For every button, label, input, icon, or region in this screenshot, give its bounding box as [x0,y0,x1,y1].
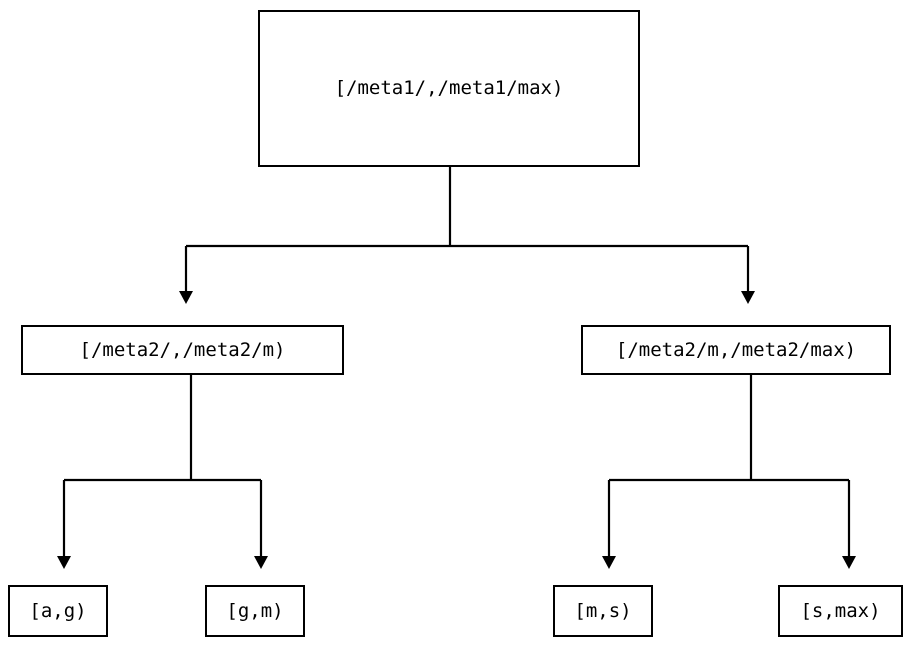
tree-leaf-g-m-label: [g,m) [226,599,284,622]
arrowhead-leaf-ag [57,556,71,569]
tree-node-meta2-lower[interactable]: [/meta2/,/meta2/m) [21,325,344,375]
arrowhead-leaf-ms [602,556,616,569]
tree-node-root[interactable]: [/meta1/,/meta1/max) [258,10,640,167]
edge-root-to-mid-right [741,246,755,304]
tree-leaf-a-g[interactable]: [a,g) [8,585,108,637]
arrowhead-leaf-gm [254,556,268,569]
tree-leaf-s-max[interactable]: [s,max) [778,585,903,637]
tree-node-meta2-upper-label: [/meta2/m,/meta2/max) [615,338,857,361]
edge-root-to-mid-left [179,167,748,304]
tree-leaf-m-s[interactable]: [m,s) [553,585,653,637]
tree-node-root-label: [/meta1/,/meta1/max) [334,77,564,99]
arrowhead-mid-left [179,291,193,304]
tree-node-meta2-upper[interactable]: [/meta2/m,/meta2/max) [581,325,891,375]
edge-mid-right-to-leaves [602,375,856,569]
tree-node-meta2-lower-label: [/meta2/,/meta2/m) [79,338,286,361]
tree-leaf-s-max-label: [s,max) [800,599,881,622]
arrowhead-mid-right [741,291,755,304]
tree-leaf-g-m[interactable]: [g,m) [205,585,305,637]
edge-mid-left-to-leaves [57,375,268,569]
tree-leaf-m-s-label: [m,s) [574,599,632,622]
arrowhead-leaf-smax [842,556,856,569]
tree-leaf-a-g-label: [a,g) [29,599,87,622]
